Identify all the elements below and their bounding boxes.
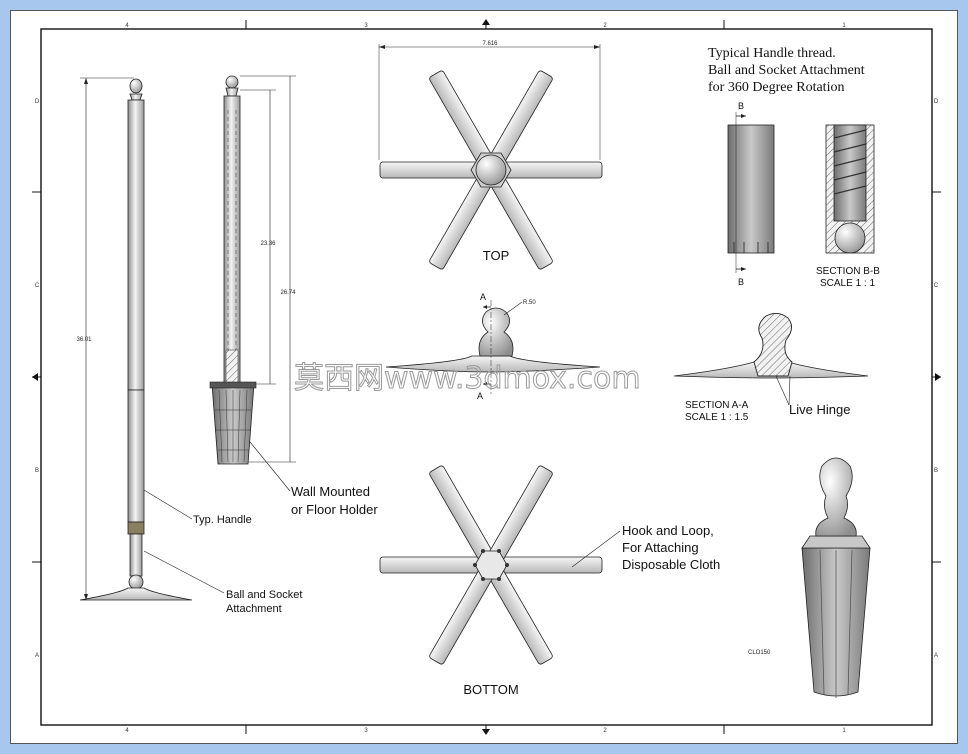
- section-aa-view: SECTION A-A SCALE 1 : 1.5 Live Hinge: [673, 313, 869, 423]
- hook-loop-label-1: Hook and Loop,: [622, 523, 714, 538]
- zone-row-d: D: [35, 99, 40, 105]
- zone-labels: 4 3 2 1 4 3 2 1 D C B A D C B A: [35, 23, 939, 734]
- holder-3d-view: CLO150: [748, 457, 871, 698]
- zone-row-c: C: [35, 283, 40, 289]
- zone-row-c-right: C: [934, 283, 939, 289]
- holder-view: 23.36 26.74 Wall Mounted or Floor Holder: [209, 75, 378, 517]
- zone-col-2-bottom: 2: [603, 728, 607, 734]
- engineering-drawing: 4 3 2 1 4 3 2 1 D C B A D C B A 36.01: [10, 10, 958, 744]
- zone-row-d-right: D: [934, 99, 939, 105]
- hook-loop-label-3: Disposable Cloth: [622, 557, 720, 572]
- bottom-view: BOTTOM Hook and Loop, For Attaching Disp…: [379, 465, 720, 697]
- top-view-label: TOP: [483, 248, 510, 263]
- section-bb-title: SECTION B-B: [816, 266, 880, 277]
- section-aa-title: SECTION A-A: [685, 400, 749, 411]
- section-mark-b-top: B: [738, 101, 744, 111]
- section-aa-scale: SCALE 1 : 1.5: [685, 412, 749, 423]
- thread-detail: Typical Handle thread. Ball and Socket A…: [708, 46, 880, 289]
- dim-overall-height: 36.01: [76, 337, 92, 343]
- zone-col-3-bottom: 3: [364, 728, 368, 734]
- typ-handle-label: Typ. Handle: [193, 514, 252, 526]
- ball-socket-label-2: Attachment: [226, 603, 282, 615]
- bottom-star: [379, 465, 603, 665]
- drawing-sheet: 4 3 2 1 4 3 2 1 D C B A D C B A 36.01: [10, 10, 958, 744]
- live-hinge-label: Live Hinge: [789, 402, 850, 417]
- zone-row-a-right: A: [934, 653, 938, 659]
- thread-note-1: Typical Handle thread.: [708, 46, 836, 61]
- dim-handle-length: 23.36: [260, 241, 276, 247]
- section-bb-scale: SCALE 1 : 1: [820, 278, 875, 289]
- section-mark-a-top: A: [480, 292, 486, 302]
- dim-holder-height: 26.74: [280, 290, 296, 296]
- section-mark-b-bottom: B: [738, 277, 744, 287]
- top-star: [379, 70, 603, 270]
- bottom-view-label: BOTTOM: [463, 682, 518, 697]
- wall-mounted-label-2: or Floor Holder: [291, 502, 378, 517]
- zone-col-1-bottom: 1: [842, 728, 846, 734]
- thread-note-3: for 360 Degree Rotation: [708, 80, 844, 95]
- zone-col-2: 2: [603, 23, 607, 29]
- zone-col-1: 1: [842, 23, 846, 29]
- part-number: CLO150: [748, 650, 771, 656]
- zone-col-4: 4: [125, 23, 129, 29]
- zone-row-b: B: [35, 468, 39, 474]
- thread-note-2: Ball and Socket Attachment: [708, 63, 865, 78]
- zone-row-b-right: B: [934, 468, 938, 474]
- section-mark-a-bottom: A: [477, 391, 483, 401]
- mop-assembly-view: 36.01 Typ. Handle Ball and Socket Attach…: [76, 77, 302, 615]
- watermark-text: 莫西网www.3dmox.com: [294, 361, 641, 396]
- wall-mounted-label-1: Wall Mounted: [291, 484, 370, 499]
- zone-col-3: 3: [364, 23, 368, 29]
- top-view: 7.616 TOP: [378, 41, 603, 270]
- hook-loop-label-2: For Attaching: [622, 540, 699, 555]
- dim-ball-radius: R.50: [523, 300, 536, 306]
- front-view: A A R.50: [385, 292, 601, 401]
- border-frame: [10, 10, 958, 744]
- zone-col-4-bottom: 4: [125, 728, 129, 734]
- ball-socket-label-1: Ball and Socket: [226, 589, 302, 601]
- dim-top-width: 7.616: [482, 41, 498, 47]
- zone-row-a: A: [35, 653, 39, 659]
